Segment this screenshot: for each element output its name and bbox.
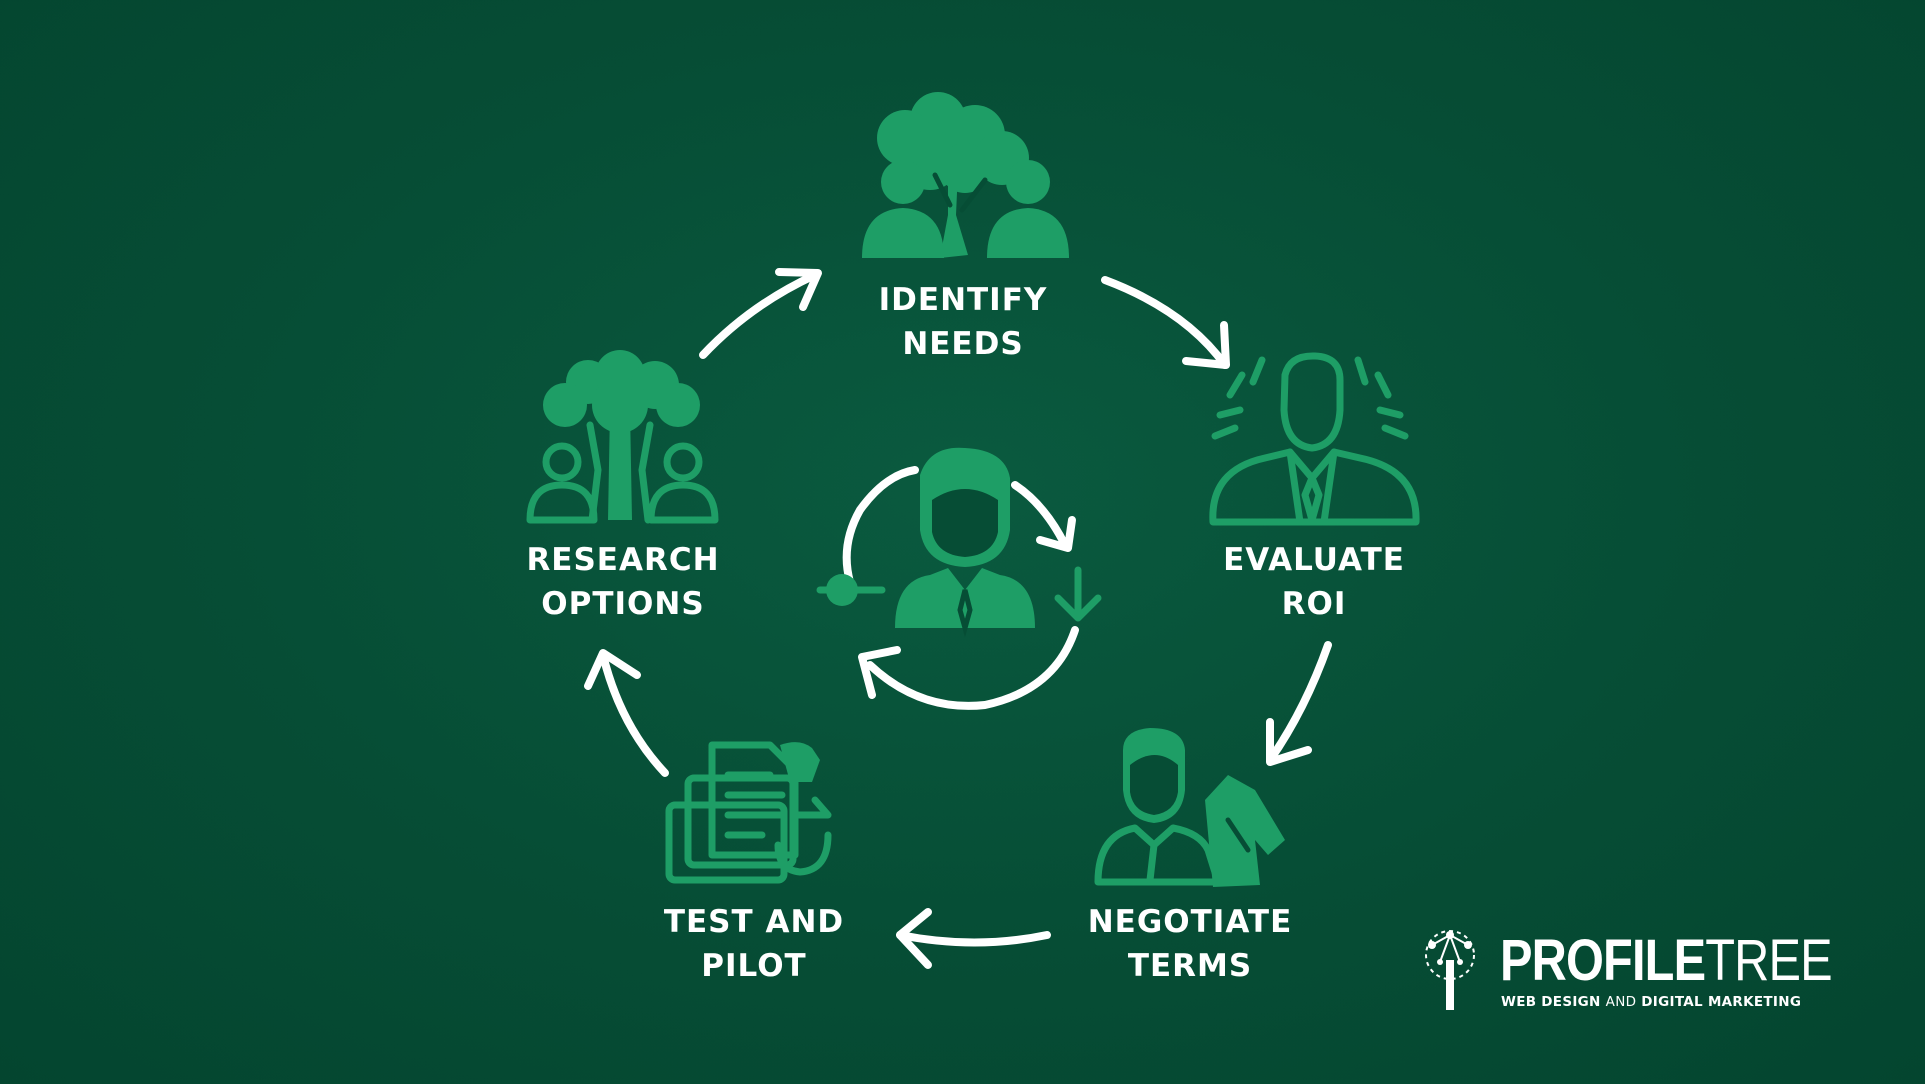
profiletree-logo: PROFILETREE WEB DESIGN AND DIGITAL MARKE… [1415, 930, 1833, 1011]
arrow-negotiate-to-test [896, 908, 1051, 969]
cycle-arrows [584, 268, 1332, 969]
businessman-glow-icon [1209, 352, 1420, 526]
tree-people-icon [862, 92, 1069, 258]
profiletree-logo-mark [1425, 930, 1475, 1010]
logo-tagline: WEB DESIGN AND DIGITAL MARKETING [1501, 994, 1802, 1010]
arrow-identify-to-evaluate [1101, 276, 1230, 369]
tree-people-outline-icon [526, 350, 719, 524]
arrow-research-to-identify [699, 268, 822, 359]
documents-refresh-icon [665, 741, 832, 884]
businessman-handshake-icon [1094, 728, 1285, 887]
arrow-evaluate-to-negotiate [1266, 641, 1332, 766]
arrow-test-to-research [584, 649, 669, 777]
logo-wordmark: PROFILETREE [1500, 928, 1833, 993]
businessman-cycle-icon [816, 447, 1102, 710]
